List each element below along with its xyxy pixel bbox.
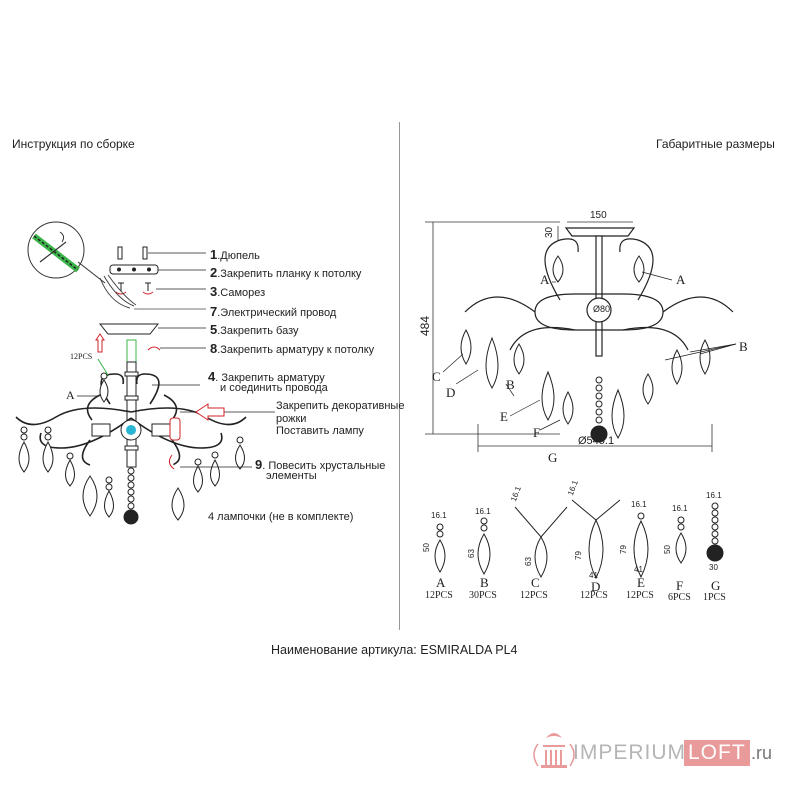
step-9: 9. Повесить хрустальные xyxy=(255,457,386,472)
callout-leaders xyxy=(442,271,737,431)
dimension-lines xyxy=(425,221,713,452)
part-a-qty: 12PCS xyxy=(425,590,453,601)
dim-height-top: 30 xyxy=(544,226,555,238)
callout-f: F xyxy=(533,425,541,440)
part-g-qty: 1PCS xyxy=(703,592,726,603)
part-e-d3: 41 xyxy=(634,565,643,574)
assembly-title: Инструкция по сборке xyxy=(12,137,135,151)
step-3: 3.Саморез xyxy=(210,284,266,299)
step-4-line2: и соединить провода xyxy=(220,382,328,394)
brand-tld: .ru xyxy=(751,743,773,763)
step-lamp: Поставить лампу xyxy=(276,425,364,437)
part-e-d2: 79 xyxy=(619,545,628,554)
screws xyxy=(115,282,206,295)
part-b-qty: 30PCS xyxy=(469,590,497,601)
crystal-drops xyxy=(18,372,252,525)
part-a-letter: A xyxy=(436,575,446,590)
lamps-note: 4 лампочки (не в комплекте) xyxy=(208,511,354,523)
parts-drawings xyxy=(434,499,724,580)
dowels xyxy=(117,246,206,260)
part-g-d1: 16.1 xyxy=(706,491,722,500)
part-f-d2: 50 xyxy=(663,545,672,554)
dim-width-top: 150 xyxy=(590,210,607,221)
step-5: 5.Закрепить базу xyxy=(210,322,299,337)
part-d-d3: 41 xyxy=(589,571,598,580)
canopy xyxy=(95,323,206,363)
callout-c: C xyxy=(432,369,441,384)
callout-e: E xyxy=(500,409,508,424)
part-b-d1: 16.1 xyxy=(475,507,491,516)
chandelier-outline xyxy=(464,227,734,357)
dim-height-total: 484 xyxy=(418,315,432,336)
pcs-leader xyxy=(97,358,109,376)
pcs-label: 12PCS xyxy=(70,352,93,361)
crystal-drops-right xyxy=(460,255,711,443)
step-decor-horns-line2: рожки xyxy=(276,413,307,425)
part-f-qty: 6PCS xyxy=(668,592,691,603)
callout-a-right: A xyxy=(676,272,686,287)
part-g-letter: G xyxy=(711,578,721,593)
part-e-d1: 16.1 xyxy=(631,500,647,509)
part-c-letter: C xyxy=(531,575,540,590)
vertical-divider xyxy=(399,122,400,630)
part-d-d2: 79 xyxy=(574,551,583,560)
part-d-letter: D xyxy=(591,579,601,594)
part-f-letter: F xyxy=(676,578,684,593)
part-e-letter: E xyxy=(637,575,645,590)
callout-g: G xyxy=(548,450,558,465)
dim-ball: Ø80 xyxy=(593,304,611,314)
wires xyxy=(99,274,206,310)
part-f-d1: 16.1 xyxy=(672,504,688,513)
part-a-d1: 16.1 xyxy=(431,511,447,520)
step-7: 7.Электрический провод xyxy=(210,304,337,319)
brand-loft: LOFT xyxy=(684,740,750,766)
callout-b-right: B xyxy=(739,339,748,354)
step-1: 1.Дюпель xyxy=(210,247,260,262)
part-d-qty: 12PCS xyxy=(580,590,608,601)
part-a-label: A xyxy=(66,388,75,402)
step-2: 2.Закрепить планку к потолку xyxy=(210,265,362,280)
part-g-d3: 30 xyxy=(709,563,718,572)
brand-emblem-icon xyxy=(533,733,575,768)
callout-b-left: B xyxy=(506,377,515,392)
center-ball xyxy=(91,411,275,441)
brand-imperium: IMPERIUM xyxy=(573,741,686,764)
mounting-plate xyxy=(109,264,206,275)
dimensions-title: Габаритные размеры xyxy=(656,137,775,151)
part-a-d2: 50 xyxy=(422,543,431,552)
article-name: Наименование артикула: ESMIRALDA PL4 xyxy=(271,643,518,657)
central-stem xyxy=(124,361,200,468)
part-c-d2: 63 xyxy=(524,557,533,566)
step-9-line2: элементы xyxy=(266,470,317,482)
callout-d: D xyxy=(446,385,456,400)
part-b-letter: B xyxy=(480,575,489,590)
part-e-qty: 12PCS xyxy=(626,590,654,601)
arrow-decor-icon xyxy=(195,403,225,421)
callout-a-left: A xyxy=(540,272,550,287)
step-4: 4. Закрепить арматуру xyxy=(208,369,325,384)
step-8: 8.Закрепить арматуру к потолку xyxy=(210,341,375,356)
dim-diameter: Ø545.1 xyxy=(578,435,615,447)
step-decor-horns: Закрепить декоративные xyxy=(276,400,405,412)
part-c-qty: 12PCS xyxy=(520,590,548,601)
part-b-d2: 63 xyxy=(467,549,476,558)
